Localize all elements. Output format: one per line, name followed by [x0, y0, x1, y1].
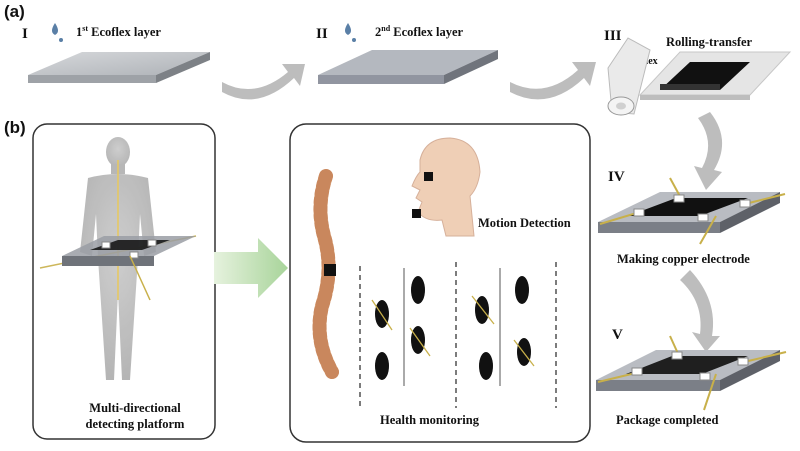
curved-arrow-2 — [510, 62, 596, 100]
step-3-label: Rolling-transfer — [666, 35, 753, 49]
step-4-roman: IV — [608, 169, 625, 185]
footprint-sensor-lines — [371, 295, 535, 367]
footprints — [375, 276, 531, 380]
step-5-label: Package completed — [616, 413, 719, 427]
drop-icon-2 — [345, 23, 356, 42]
panel-a-tag: (a) — [4, 2, 25, 21]
motion-detection-label: Motion Detection — [478, 216, 571, 230]
health-monitoring-label: Health monitoring — [380, 413, 479, 427]
body-sensor-platform — [62, 236, 196, 301]
panel-b-tag: (b) — [4, 118, 26, 137]
ecoflex-slab-1 — [28, 52, 210, 83]
left-box-caption: Multi-directional detecting platform — [85, 401, 185, 431]
step-1-roman: I — [22, 26, 28, 42]
step-1-label: 1st Ecoflex layer — [76, 24, 161, 40]
copper-electrode-illustration — [598, 177, 786, 245]
step-3-roman: III — [604, 28, 622, 44]
step-2-roman: II — [316, 26, 328, 42]
spine-illustration — [312, 169, 339, 379]
curved-arrow-4 — [680, 270, 720, 352]
ecoflex-slab-2 — [318, 50, 498, 84]
package-completed-illustration — [596, 335, 787, 411]
step-5-roman: V — [612, 327, 623, 343]
step-4-label: Making copper electrode — [617, 252, 750, 266]
curved-arrow-1 — [222, 64, 305, 100]
rolling-transfer-illustration — [607, 37, 792, 116]
drop-icon-1 — [52, 23, 63, 42]
step-2-label: 2nd Ecoflex layer — [375, 24, 464, 40]
head-illustration — [411, 137, 481, 237]
green-arrow — [214, 238, 288, 298]
curved-arrow-3 — [694, 112, 723, 190]
center-box-frame — [289, 123, 591, 443]
